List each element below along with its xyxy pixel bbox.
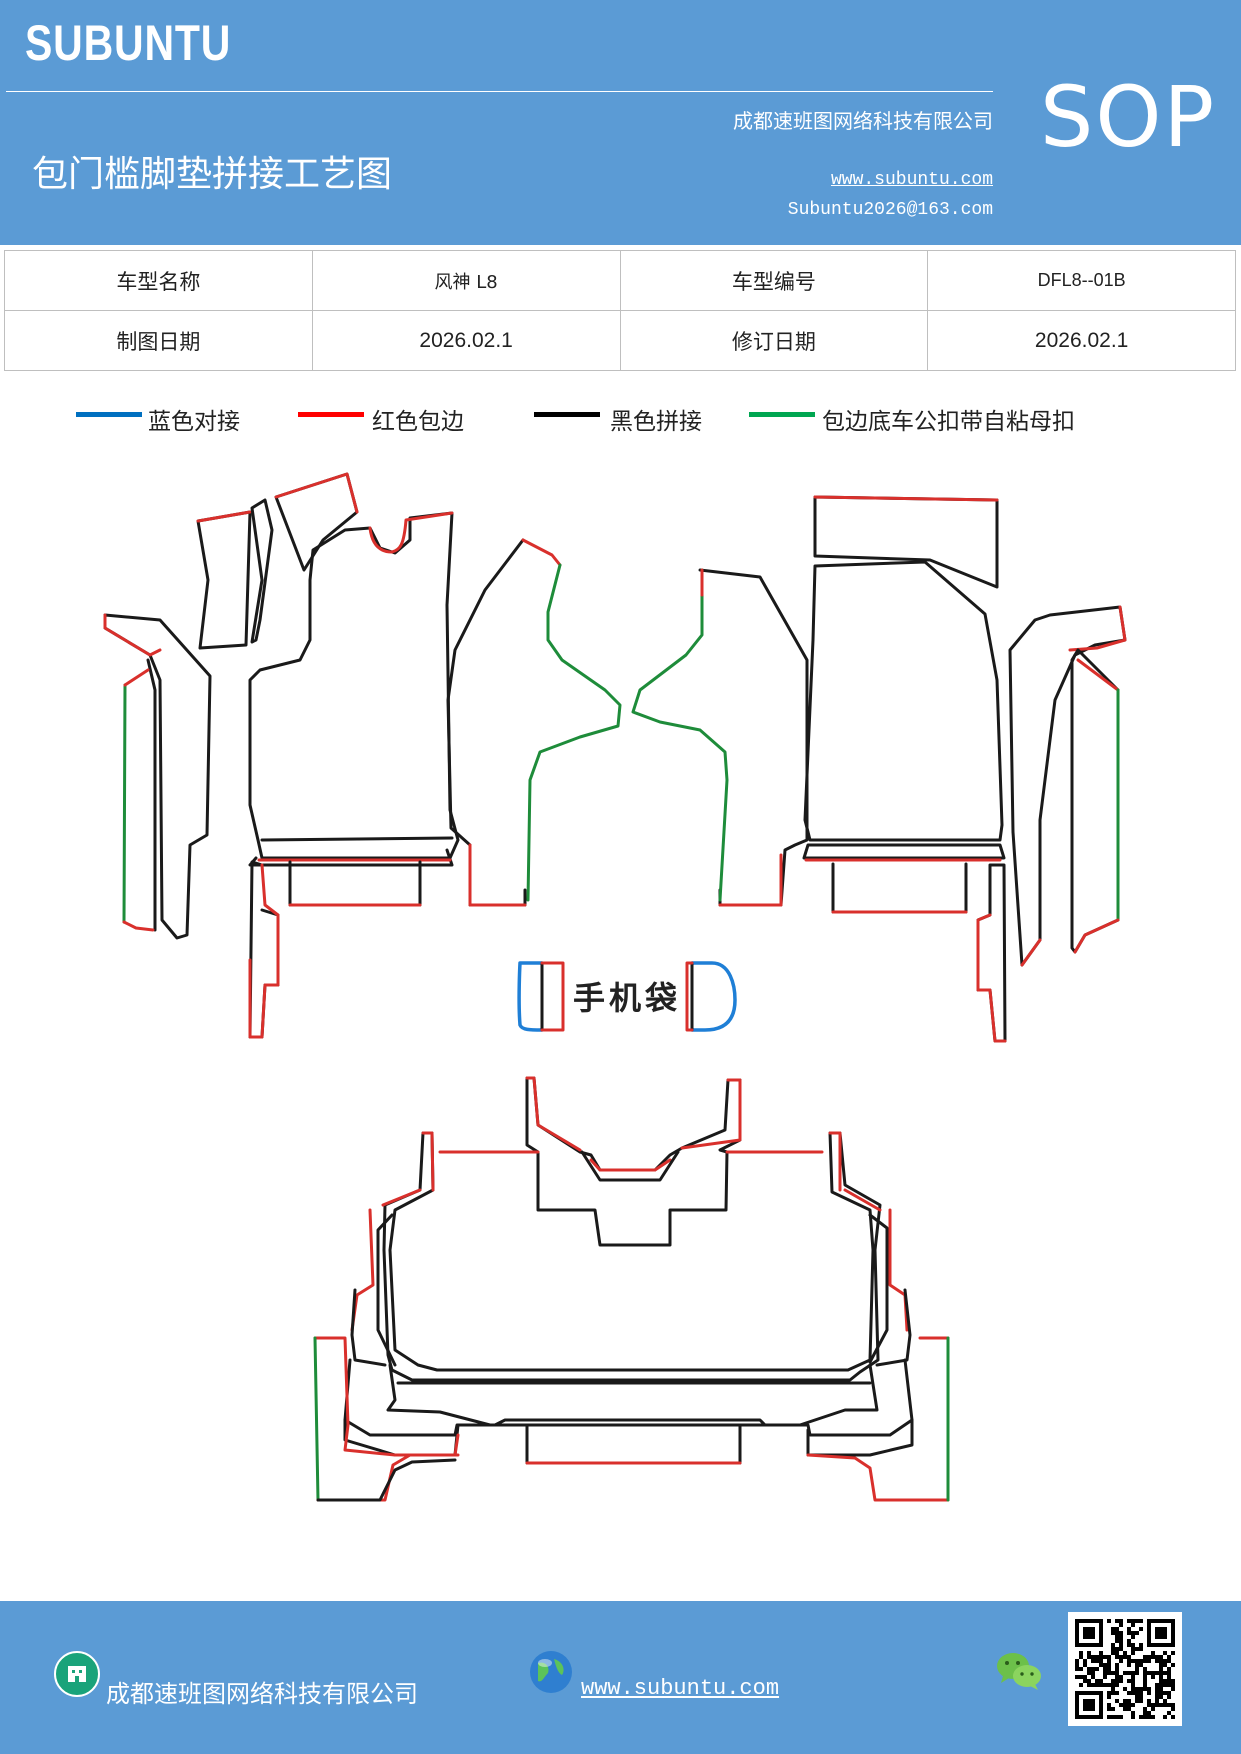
model-name-label: 车型名称 [4, 250, 313, 311]
wechat-icon [995, 1649, 1043, 1693]
model-code-value: DFL8--01B [927, 250, 1236, 311]
table-row: 制图日期 2026.02.1 修订日期 2026.02.1 [4, 310, 1236, 371]
sop-badge: SOP [1040, 68, 1217, 166]
page-header: SUBUNTU SOP 成都速班图网络科技有限公司 包门槛脚垫拼接工艺图 www… [0, 0, 1241, 245]
brand-logo: SUBUNTU [25, 15, 232, 71]
model-code-label: 车型编号 [619, 250, 929, 311]
phone-bag-label: 手机袋 [573, 979, 682, 1017]
color-legend: 蓝色对接 红色包边 黑色拼接 包边底车公扣带自粘母扣 [0, 400, 1241, 440]
draw-date-label: 制图日期 [4, 310, 313, 371]
rear-mat [313, 1076, 950, 1502]
website-link[interactable]: www.subuntu.com [830, 170, 993, 190]
footer-company-name: 成都速班图网络科技有限公司 [106, 1680, 418, 1708]
revise-date-value: 2026.02.1 [927, 310, 1236, 371]
qr-code [1068, 1612, 1182, 1726]
vehicle-info-table: 车型名称 风神 L8 车型编号 DFL8--01B 制图日期 2026.02.1… [4, 250, 1236, 371]
header-divider [6, 91, 993, 92]
table-row: 车型名称 风神 L8 车型编号 DFL8--01B [4, 250, 1236, 311]
page-footer: 成都速班图网络科技有限公司 www.subuntu.com [0, 1601, 1241, 1754]
legend-swatch [76, 412, 142, 417]
legend-swatch [534, 412, 600, 417]
legend-label: 包边底车公扣带自粘母扣 [822, 409, 1075, 435]
draw-date-value: 2026.02.1 [311, 310, 621, 371]
model-name-value: 风神 L8 [311, 250, 621, 311]
revise-date-label: 修订日期 [619, 310, 929, 371]
legend-label: 红色包边 [372, 409, 464, 435]
company-name: 成都速班图网络科技有限公司 [733, 109, 993, 133]
left-front-mat [103, 472, 622, 1039]
page-title: 包门槛脚垫拼接工艺图 [32, 154, 393, 195]
right-front-mat [631, 495, 1127, 1043]
building-icon [54, 1651, 100, 1697]
email-address: Subuntu2026@163.com [787, 200, 993, 220]
footer-website-link[interactable]: www.subuntu.com [581, 1676, 780, 1701]
legend-label: 黑色拼接 [610, 409, 702, 435]
legend-swatch [298, 412, 364, 417]
legend-swatch [749, 412, 815, 417]
legend-label: 蓝色对接 [148, 409, 240, 435]
globe-icon [528, 1649, 574, 1695]
